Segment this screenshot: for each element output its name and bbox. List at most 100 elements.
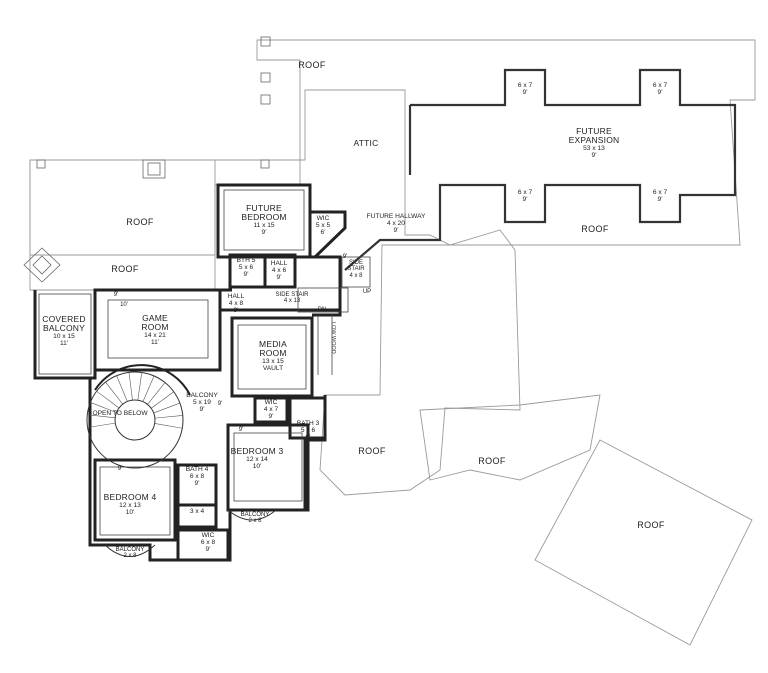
roof-outline-far-right: [534, 439, 753, 646]
roof-label: ROOF: [581, 224, 609, 234]
covered-balcony-label: COVERED BALCONY 10 x 15 11': [42, 314, 86, 348]
hall-mid-dims: 4 x 8: [228, 300, 244, 308]
side-stair-top-name1: SIDE: [348, 260, 364, 266]
balcony-b4-label: BALCONY 2 x 8: [116, 547, 145, 560]
bedroom4-label: BEDROOM 4 12 x 13 10': [104, 492, 157, 517]
balcony-b4-dims: 2 x 8: [123, 553, 137, 560]
bath5-ceiling: 9': [243, 271, 249, 279]
lower-wall: [88, 378, 327, 562]
side-stair-top: [341, 256, 371, 288]
stair-tread: [154, 415, 183, 419]
media-room-label: MEDIA ROOM 13 x 15 VAULT: [259, 339, 287, 373]
future-hallway-dims: 4 x 20: [387, 220, 405, 228]
wic-bottom-ceiling: 9': [205, 546, 211, 554]
bath3-wall: [288, 396, 327, 440]
wic-mid-ceiling: 9': [268, 413, 274, 421]
wic-mid-wall: [253, 396, 289, 424]
game-room-dims: 14 x 21: [144, 332, 166, 340]
bath3-label: BATH 3 5 x 6 8': [297, 420, 320, 441]
media-room-wall: [230, 316, 314, 398]
stair-tread: [96, 390, 120, 409]
balconies: [104, 509, 277, 557]
wic-bottom-wall: [176, 528, 230, 562]
balcony-mid-name: BALCONY: [186, 392, 218, 399]
wic-bottom-name: WIC: [201, 532, 215, 539]
spiral-stair: [86, 364, 191, 469]
covered-balcony-name2: BALCONY: [42, 323, 86, 334]
game-room-wall: [93, 288, 222, 372]
media-room-dims: 13 x 15: [262, 358, 284, 366]
covered-balcony-ceiling: 11': [59, 340, 69, 348]
wic-bottom-label: WIC 6 x 8 9': [201, 532, 215, 553]
dormer-label: 6 x 7 9': [518, 82, 532, 96]
future-expansion-ceiling: 9': [591, 152, 597, 160]
game-room-ceiling: 11': [150, 339, 160, 347]
bedroom4-dims: 12 x 13: [119, 502, 141, 510]
game-room-inner: [107, 299, 209, 359]
hall-top-ceiling: 9': [276, 274, 282, 282]
bedroom3-dims: 12 x 14: [246, 456, 268, 464]
balcony-b3-dims: 2 x 8: [248, 518, 262, 525]
future-bedroom-name1: FUTURE: [246, 203, 282, 213]
bath3-dims: 5 x 6: [300, 427, 316, 435]
future-bedroom-dims: 11 x 15: [253, 222, 275, 230]
stair-tread: [128, 372, 133, 401]
roof-marker: [260, 36, 271, 47]
ceiling-mark: 9': [217, 401, 223, 407]
stair-tread: [154, 423, 183, 429]
roof-markers: [23, 36, 271, 283]
attic-label: ATTIC: [353, 138, 379, 148]
game-room-name1: GAME: [142, 313, 168, 323]
hall-top-dims: 4 x 6: [271, 267, 287, 275]
dormer-dims: 6 x 7: [652, 189, 668, 196]
wic-bottom-dims: 6 x 8: [200, 539, 216, 547]
future-expansion-name1: FUTURE: [576, 126, 612, 136]
roof-label: ROOF: [126, 217, 154, 227]
chimney-inner: [147, 162, 161, 176]
bath4-dims: 6 x 8: [189, 473, 205, 481]
dormer-dims: 6 x 7: [517, 82, 533, 89]
west-wall: [33, 290, 97, 380]
stair-tread: [105, 381, 123, 405]
future-expansion-dims: 53 x 13: [583, 145, 605, 153]
media-room-name2: ROOM: [259, 348, 287, 359]
closet-small-wall: [176, 503, 218, 529]
dormer-label: 6 x 7 9': [518, 189, 532, 203]
inner-details: [38, 189, 371, 536]
chimney-diamond-inner: [32, 255, 52, 275]
side-stair-mid: [297, 287, 349, 313]
balcony-b3-name: BALCONY: [240, 512, 270, 518]
side-stair-top-label: SIDE STAIR 4 x 8: [347, 260, 364, 279]
bedroom4-ceiling: 10': [125, 509, 135, 517]
roof-marker: [260, 72, 271, 83]
future-bedroom-label: FUTURE BEDROOM 11 x 15 9': [241, 203, 286, 237]
side-stair-mid-label: SIDE STAIR 4 x 13: [276, 292, 309, 305]
stair-tread: [90, 402, 117, 413]
side-stair-top-name2: STAIR: [347, 266, 365, 273]
future-expansion-label: FUTURE EXPANSION 53 x 13 9': [569, 126, 620, 160]
hall-mid-label: HALL 4 x 8 9': [228, 293, 245, 314]
future-hallway-wall: [310, 210, 347, 259]
bath5-label: BTH 5 5 x 6 9': [237, 257, 256, 278]
side-stair-mid-name: SIDE STAIR: [275, 292, 309, 298]
bath4-ceiling: 9': [194, 480, 200, 488]
bath3-ceiling: 8': [305, 434, 311, 442]
bedroom4-wall: [93, 458, 177, 542]
ceiling-mark: 9': [238, 427, 244, 433]
future-hallway-ceiling: 9': [393, 227, 399, 235]
stair-tread: [87, 414, 116, 419]
bath5-dims: 5 x 6: [238, 264, 254, 272]
ceiling-mark: 10': [120, 302, 128, 308]
hall-top-name: HALL: [270, 260, 288, 267]
balcony-mid-ceiling: 9': [199, 406, 205, 414]
future-bedroom-inner: [223, 189, 305, 251]
media-room-name1: MEDIA: [259, 339, 287, 349]
wic-top-ceiling: 6': [320, 229, 326, 237]
bedroom3-label: BEDROOM 3 12 x 14 10': [231, 446, 284, 470]
ceiling-mark: 9': [113, 292, 119, 298]
bedroom4-inner: [99, 466, 171, 536]
roof-outline-left: [29, 159, 216, 256]
balcony-b4-curve: [104, 544, 156, 557]
covered-balcony-dims: 10 x 15: [53, 333, 75, 341]
media-room-ceiling: VAULT: [262, 365, 284, 373]
